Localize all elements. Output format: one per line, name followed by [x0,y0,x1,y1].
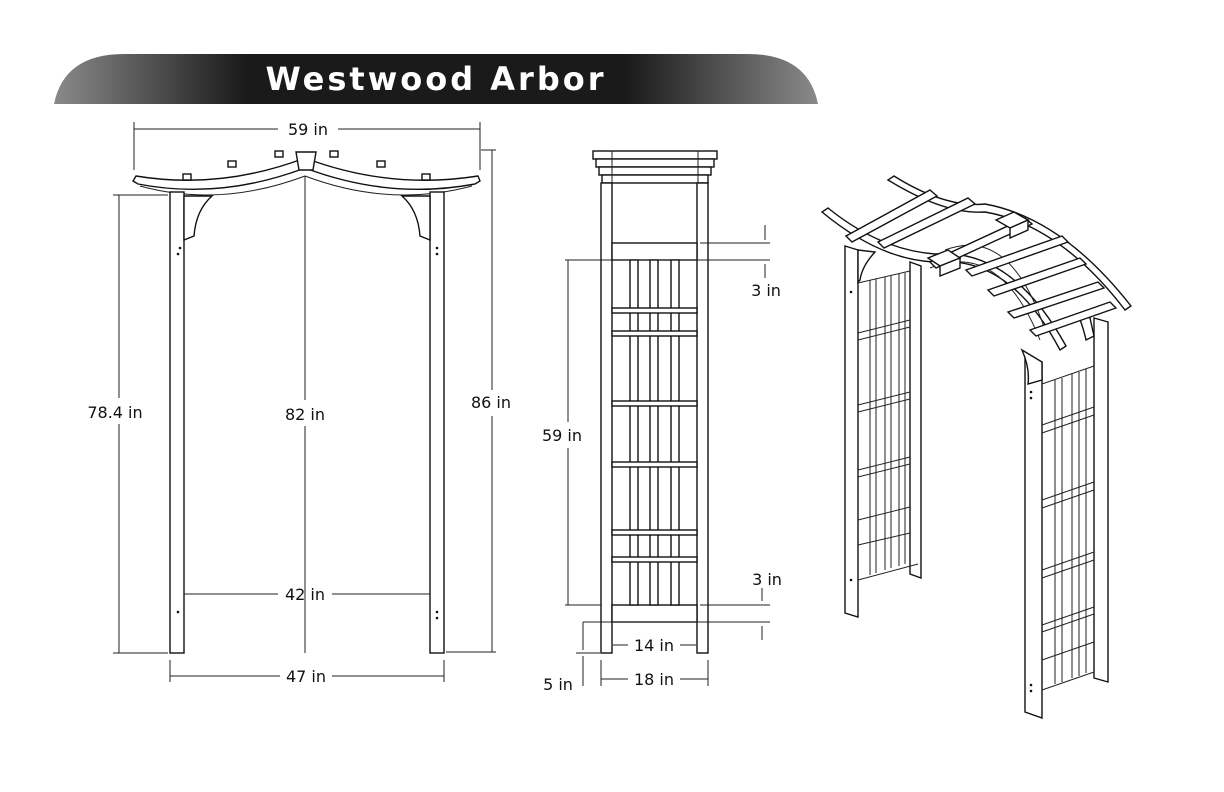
dim-post-height: 78.4 in [87,403,142,422]
dim-lattice-height: 59 in [542,426,582,445]
dim-outer-width: 47 in [286,667,326,686]
title-banner: Westwood Arbor [54,54,818,104]
dim-ground-clearance: 5 in [543,675,573,694]
dim-inner-depth: 14 in [634,636,674,655]
dim-outer-depth: 18 in [634,670,674,689]
front-view: 59 in 78.4 in 82 in 86 in 42 in 47 in [87,120,511,686]
perspective-view [820,175,1133,719]
page-title: Westwood Arbor [265,60,607,98]
title-banner-shape [54,54,818,104]
dim-bottom-rail: 3 in [752,570,782,589]
dim-overall-height: 86 in [471,393,511,412]
dim-overall-width: 59 in [288,120,328,139]
dim-inner-width: 42 in [285,585,325,604]
side-view: 3 in 59 in 3 in 14 in 18 in 5 in [542,150,782,694]
dim-top-rail: 3 in [751,281,781,300]
dim-arch-height: 82 in [285,405,325,424]
